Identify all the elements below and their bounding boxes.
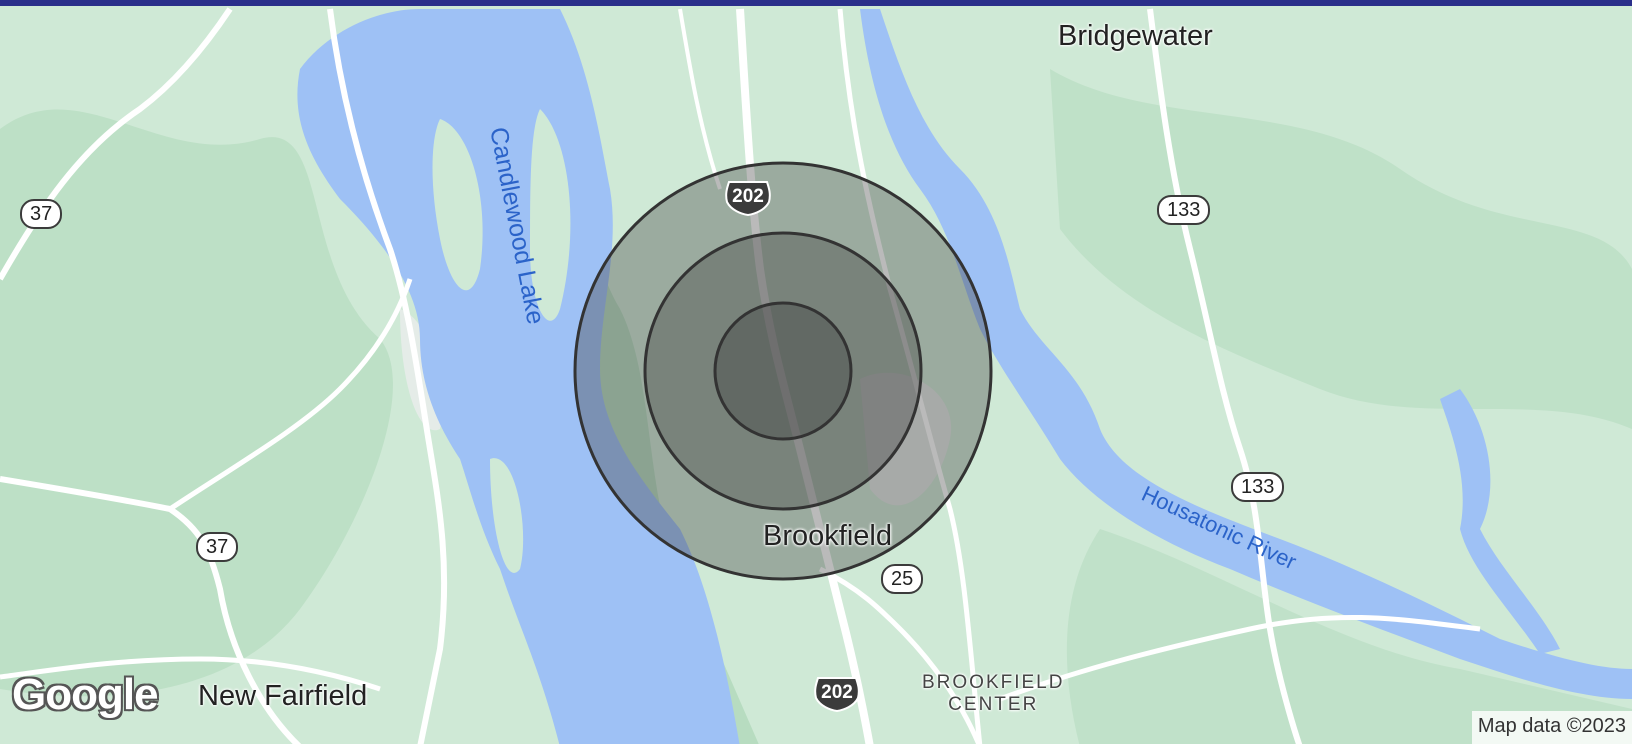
- route-shield-133-north: 133: [1157, 195, 1211, 225]
- place-label-brookfield: Brookfield: [763, 520, 892, 552]
- place-label-bridgewater: Bridgewater: [1058, 20, 1213, 52]
- road-south-east: [999, 614, 1481, 702]
- housatonic-inlet-east: [1440, 389, 1560, 654]
- candlewood-lake-water: [297, 9, 740, 744]
- road-north-lake: [678, 8, 722, 190]
- lake-island-1: [432, 119, 483, 291]
- us-highway-shield-icon: [814, 677, 860, 713]
- housatonic-river-water: [860, 9, 1632, 699]
- road-route-133: [1147, 8, 1303, 744]
- map-attribution[interactable]: Map data ©2023: [1471, 711, 1632, 744]
- terrain-ridge-southeast: [1066, 529, 1632, 744]
- google-logo[interactable]: Google: [12, 670, 159, 719]
- road-south-west: [0, 656, 381, 692]
- route-shield-133-south: 133: [1231, 472, 1285, 502]
- radius-ring-outer: [573, 161, 993, 581]
- developed-area-3: [860, 372, 952, 506]
- terrain-ridge-west: [0, 109, 393, 697]
- road-us-202: [736, 8, 874, 744]
- route-shield-25: 25: [881, 564, 924, 594]
- us-highway-shield-icon: [725, 181, 771, 217]
- radius-ring-inner: [713, 301, 853, 441]
- brookfield-center-line1: BROOKFIELD: [922, 672, 1065, 693]
- road-west-loop: [168, 278, 413, 512]
- brookfield-center-line2: CENTER: [948, 694, 1039, 715]
- us-highway-number: 202: [732, 186, 764, 207]
- us-highway-shield-202-north: 202: [723, 180, 773, 217]
- us-highway-shield-202-south: 202: [812, 676, 862, 713]
- road-lake-west: [327, 8, 448, 744]
- map-canvas[interactable]: Candlewood Lake Housatonic River: [0, 6, 1632, 744]
- us-highway-number: 202: [821, 682, 853, 703]
- radius-ring-middle: [643, 231, 923, 511]
- lake-island-2: [530, 109, 571, 321]
- terrain-ridge-east: [1050, 69, 1632, 429]
- route-shield-37-south: 37: [196, 532, 239, 562]
- place-label-new-fairfield: New Fairfield: [198, 680, 368, 712]
- road-route-25: [818, 566, 982, 744]
- place-label-brookfield-center: BROOKFIELD CENTER: [922, 672, 1064, 716]
- lake-island-3: [490, 458, 524, 573]
- route-shield-37-north: 37: [20, 199, 63, 229]
